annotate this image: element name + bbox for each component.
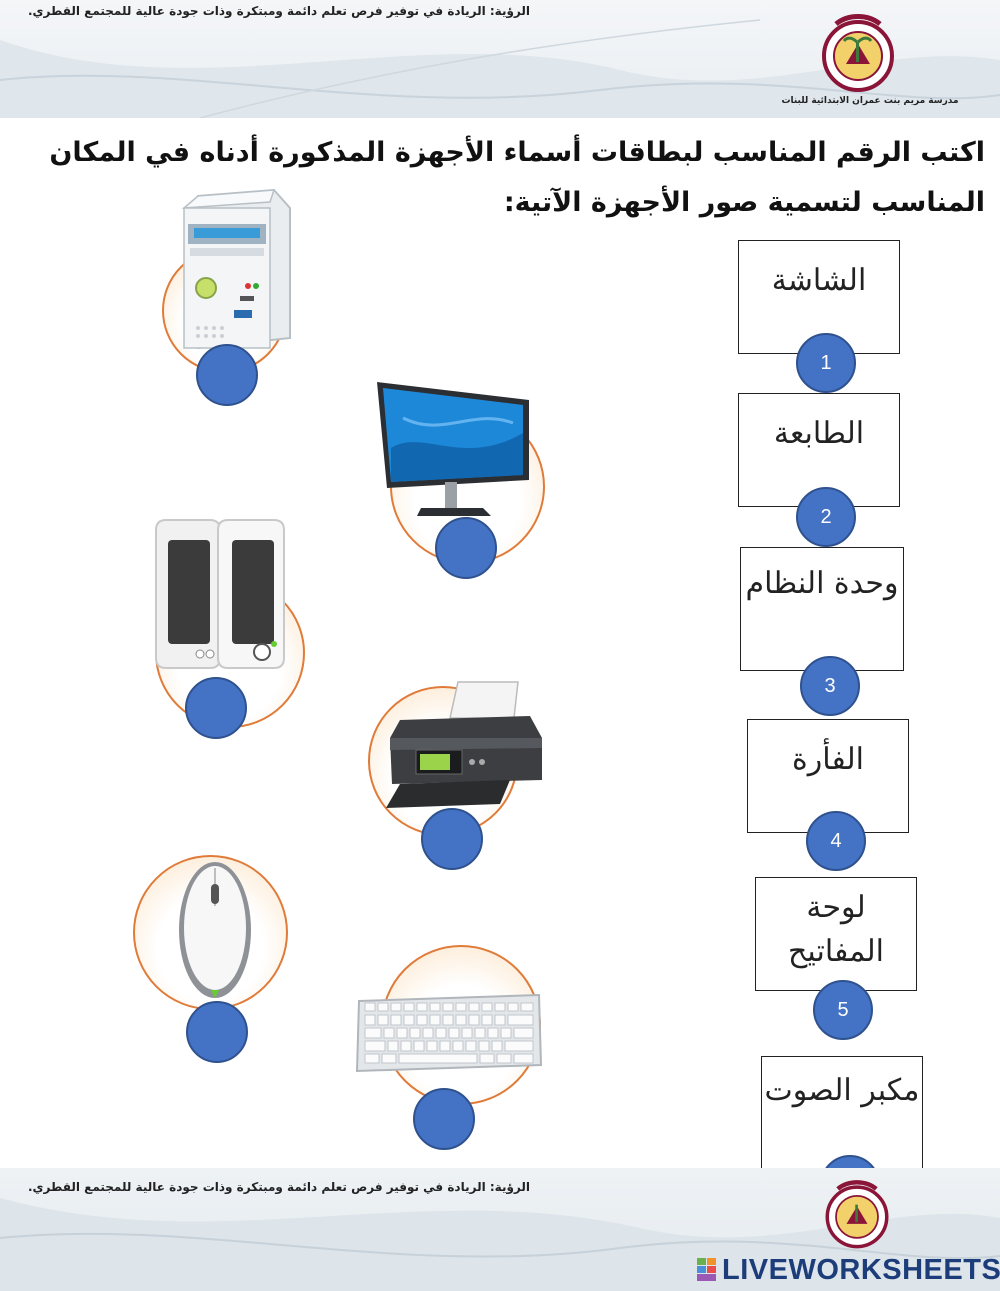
system-unit-icon bbox=[181, 188, 291, 350]
answer-circle[interactable] bbox=[185, 677, 247, 739]
answer-circle[interactable] bbox=[413, 1088, 475, 1150]
card-keyboard: لوحة المفاتيح bbox=[755, 877, 917, 991]
card-speakers: مكبر الصوت bbox=[761, 1056, 923, 1170]
card-label: الطابعة bbox=[773, 416, 865, 451]
speakers-icon bbox=[155, 519, 285, 669]
card-label: مكبر الصوت bbox=[764, 1073, 920, 1108]
answer-circle[interactable] bbox=[186, 1001, 248, 1063]
card-label: وحدة النظام bbox=[745, 566, 899, 601]
card-monitor: الشاشة bbox=[738, 240, 900, 354]
card-number-badge: 1 bbox=[796, 333, 856, 393]
answer-circle[interactable] bbox=[435, 517, 497, 579]
card-number-badge: 4 bbox=[806, 811, 866, 871]
card-label: الشاشة bbox=[771, 263, 867, 298]
answer-circle[interactable] bbox=[196, 344, 258, 406]
liveworksheets-brand[interactable]: LIVEWORKSHEETS bbox=[722, 1254, 1000, 1286]
instruction-text: اكتب الرقم المناسب لبطاقات أسماء الأجهزة… bbox=[49, 137, 985, 218]
ministry-seal-icon bbox=[825, 1180, 889, 1249]
card-system-unit: وحدة النظام bbox=[740, 547, 904, 671]
printer-icon bbox=[386, 681, 542, 808]
answer-circle[interactable] bbox=[421, 808, 483, 870]
school-name: مدرسة مريم بنت عمران الابتدائية للبنات bbox=[781, 96, 959, 106]
card-number-badge: 2 bbox=[796, 487, 856, 547]
liveworksheets-logo-icon bbox=[697, 1258, 716, 1281]
footer-waves bbox=[0, 1198, 1000, 1291]
card-label: الفأرة bbox=[792, 742, 864, 777]
footer-band: الرؤية: الريادة في توفير فرص تعلم دائمة … bbox=[0, 1168, 1000, 1291]
card-mouse: الفأرة bbox=[747, 719, 909, 833]
header-band: الرؤية: الريادة في توفير فرص تعلم دائمة … bbox=[0, 0, 1000, 118]
monitor-icon bbox=[377, 382, 529, 516]
card-number-badge: 3 bbox=[800, 656, 860, 716]
mouse-icon bbox=[179, 862, 251, 998]
header-waves bbox=[0, 19, 1000, 118]
vision-statement-footer: الرؤية: الريادة في توفير فرص تعلم دائمة … bbox=[27, 1180, 530, 1194]
keyboard-icon bbox=[355, 993, 543, 1073]
ministry-seal-icon bbox=[822, 14, 894, 92]
card-label: لوحة المفاتيح bbox=[788, 890, 884, 969]
card-number-badge: 5 bbox=[813, 980, 873, 1040]
vision-statement: الرؤية: الريادة في توفير فرص تعلم دائمة … bbox=[27, 4, 530, 18]
